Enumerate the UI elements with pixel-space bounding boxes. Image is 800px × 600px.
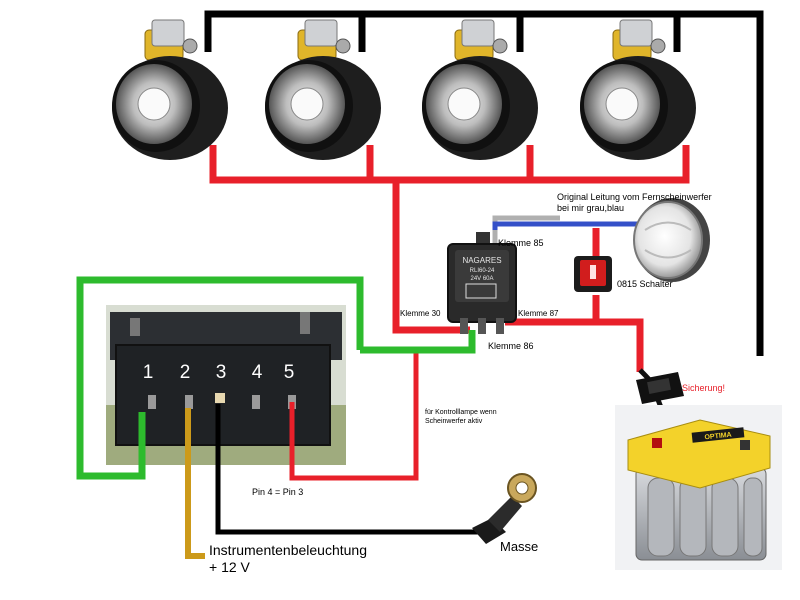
ground-ring-terminal (472, 473, 537, 544)
pin-2-label: 2 (180, 362, 191, 383)
original-line-label: Original Leitung vom Fernscheinwerfer (557, 192, 712, 202)
original-line-wire (492, 215, 640, 245)
battery-brand: OPTIMA (704, 432, 732, 442)
ground-label: Masse (500, 539, 538, 554)
klemme-86-label: Klemme 86 (488, 341, 534, 351)
klemme-85-label: Klemme 85 (498, 238, 544, 248)
pin-5-label: 5 (284, 362, 295, 383)
control-lamp-label-2: Scheinwerfer aktiv (425, 418, 483, 425)
instrument-voltage-label: + 12 V (209, 559, 251, 575)
control-lamp-label: für Kontrolllampe wenn (425, 409, 497, 416)
relay-model: RLI60-24 (470, 268, 495, 274)
original-spotlight (633, 198, 710, 282)
battery: OPTIMA (615, 405, 782, 570)
headlamp-4 (580, 19, 696, 160)
rocker-switch (574, 256, 612, 292)
relay: NAGARES RLI60-24 24V 60A (447, 232, 517, 334)
relay-brand: NAGARES (462, 256, 501, 265)
fuse-holder (636, 372, 684, 404)
headlamp-1 (112, 19, 228, 160)
fuse-label: Sicherung! (682, 383, 725, 393)
pin-note-label: Pin 4 = Pin 3 (252, 487, 303, 497)
original-line-label-2: bei mir grau,blau (557, 203, 624, 213)
headlamp-3 (422, 19, 538, 160)
headlamp-2 (265, 19, 381, 160)
klemme-87-label: Klemme 87 (518, 309, 559, 318)
klemme-30-label: Klemme 30 (400, 309, 441, 318)
pin-4-label: 4 (252, 362, 263, 383)
ground-bus-wire (204, 10, 764, 356)
instrument-label: Instrumentenbeleuchtung (209, 542, 367, 558)
lamp-supply-wire (209, 145, 690, 334)
pin-1-label: 1 (143, 362, 154, 383)
relay-rating: 24V 60A (470, 276, 493, 282)
pin-3-label: 3 (216, 362, 227, 383)
switch-label: 0815 Schalter (617, 279, 673, 289)
instrument-connector: 1 2 3 4 5 (106, 305, 346, 465)
